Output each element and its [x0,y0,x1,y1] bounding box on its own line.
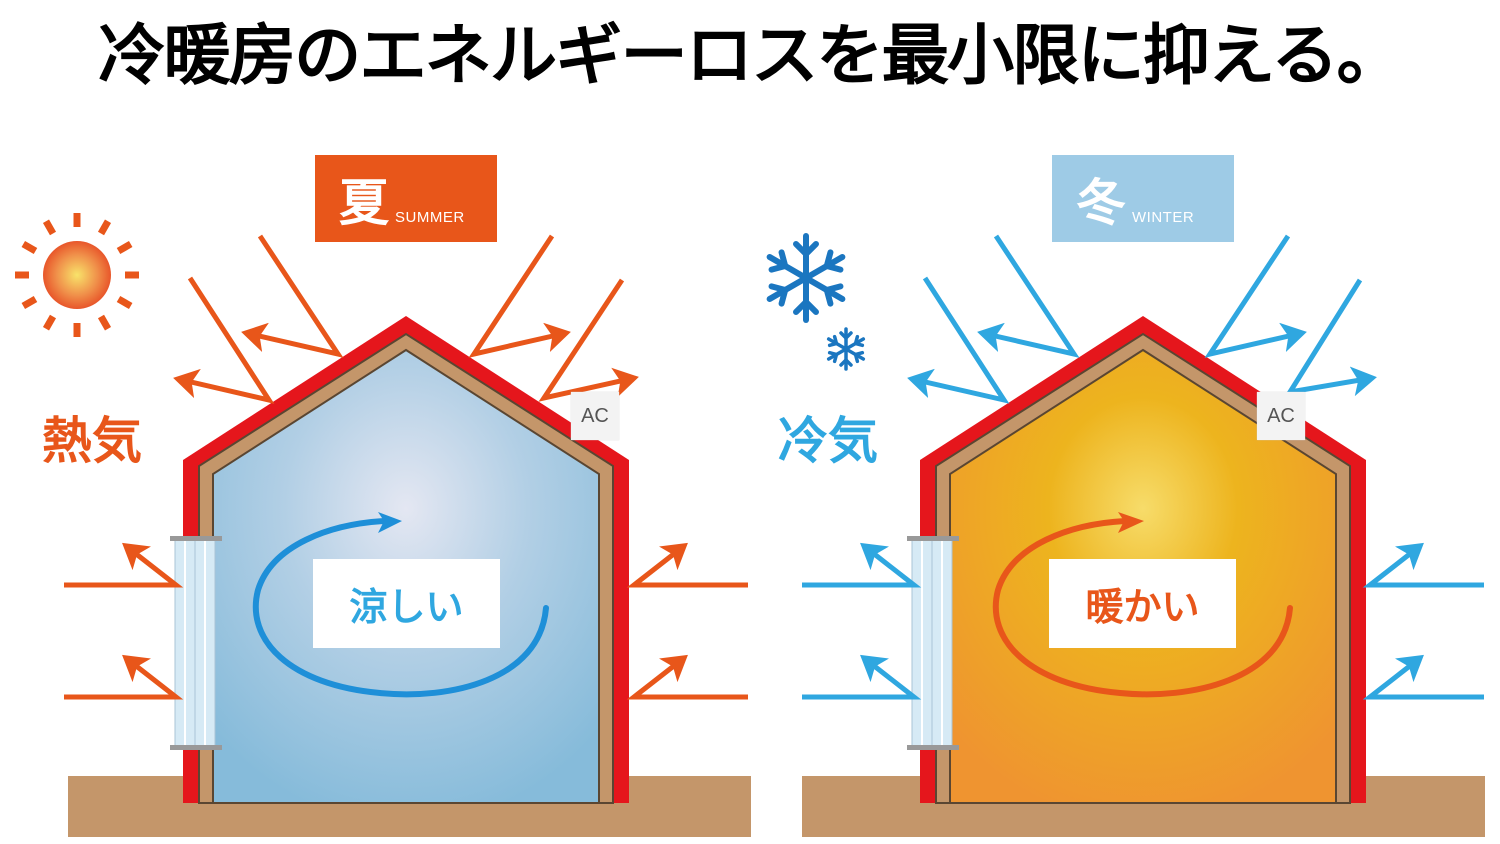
heat-label: 熱気 [42,412,142,470]
window [907,536,959,750]
season-kanji: 夏 [339,174,389,232]
cold-wall-arrows [802,542,1484,700]
winter-badge: 冬 WINTER [1052,155,1234,242]
warm-feel-label: 暖かい [1049,559,1236,648]
summer-panel [15,213,751,837]
season-en: WINTER [1132,209,1195,226]
heat-roof-arrows [173,234,639,404]
season-en: SUMMER [395,209,465,226]
heat-wall-arrows [64,542,748,700]
ac-unit: AC [571,392,619,440]
cold-label: 冷気 [778,412,878,470]
snowflake-icon [766,233,846,323]
winter-panel [766,233,1485,837]
cool-feel-label: 涼しい [313,559,500,648]
summer-badge: 夏 SUMMER [315,155,497,242]
sun-icon [15,213,139,337]
warm-circulation-arrow [992,512,1293,698]
small-snowflake-icon [826,327,866,371]
headline: 冷暖房のエネルギーロスを最小限に抑える。 [98,17,1404,94]
ac-unit: AC [1257,392,1305,440]
window [170,536,222,750]
cool-circulation-arrow [252,512,549,698]
season-kanji: 冬 [1076,174,1126,232]
